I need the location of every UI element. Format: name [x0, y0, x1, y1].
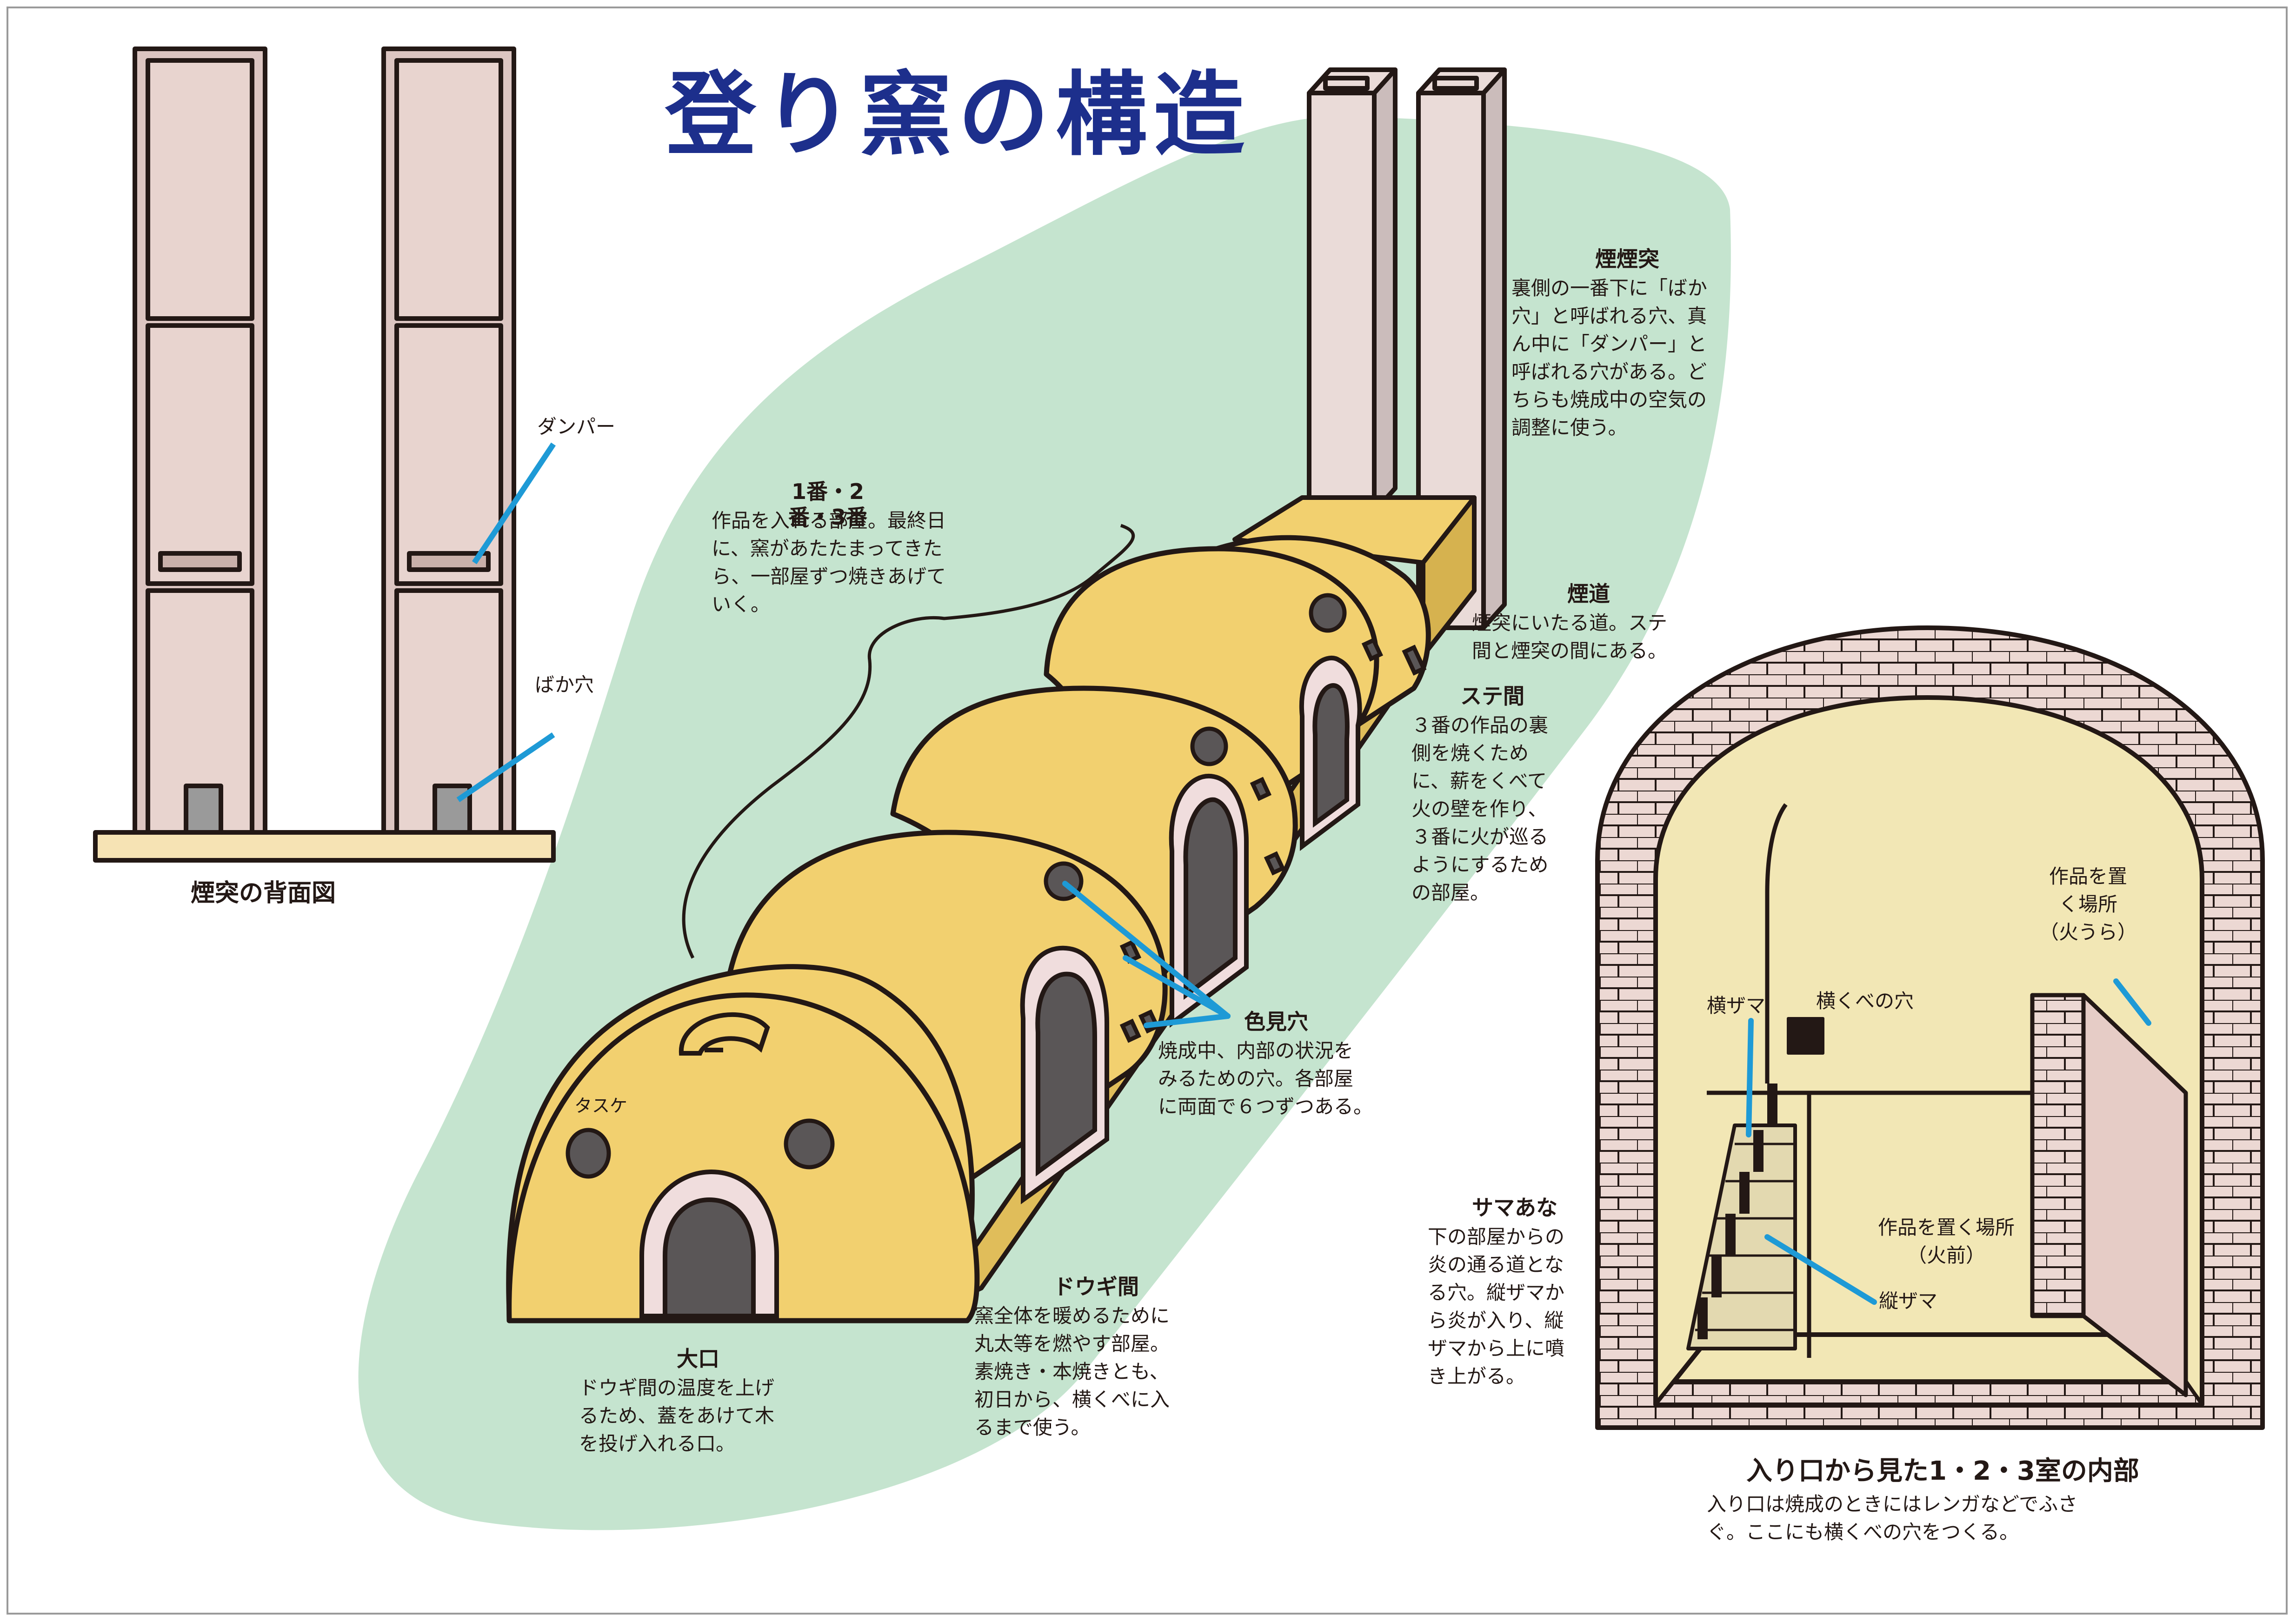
yokukube-hole [1787, 1017, 1824, 1055]
damper-label: ダンパー [537, 415, 616, 438]
place-front-label: 作品を置く場所 （火前） [1877, 1216, 2015, 1267]
tasuke-label: タスケ [574, 1096, 628, 1116]
bakaana-label: ばか穴 [535, 673, 594, 696]
rooms-brace [682, 524, 1135, 959]
kiln-doors [639, 656, 1362, 1318]
brick-floor-edge [1654, 1379, 2204, 1406]
ooguchi-heading: 大口 [677, 1346, 719, 1371]
chimney-back-caption: 煙突の背面図 [191, 879, 336, 907]
peephole [1309, 593, 1347, 633]
rooms-heading: 1番・2番・3番 [788, 479, 867, 530]
doguma-text: 窯全体を暖めるために 丸太等を燃やす部屋。 素焼き・本焼きとも、 初日から、横く… [974, 1304, 1170, 1439]
tasuke-hole-left [566, 1128, 611, 1179]
kiln-chimneys [1307, 67, 1507, 630]
chimney-heading: 煙煙突 [1595, 246, 1659, 272]
chimney-text: 裏側の一番下に「ばか 穴」と呼ばれる穴、真 ん中に「ダンパー」と 呼ばれる穴があ… [1511, 277, 1707, 439]
peephole-leaders [1062, 881, 1231, 1028]
yokukube-hole-label: 横くべの穴 [1816, 990, 1914, 1012]
interior-view [1595, 625, 2265, 1430]
flue-text: 煙突にいたる道。ステ 間と煙突の間にある。 [1472, 612, 1668, 662]
ooguchi-text: ドウギ間の温度を上げ るため、蓋をあけて木 を投げ入れる口。 [579, 1376, 775, 1455]
kiln-holes [566, 593, 1427, 1179]
samaana-heading: サマあな [1472, 1195, 1557, 1220]
place-back-label: 作品を置 く場所 （火うら） [2039, 865, 2137, 944]
sutema-text: ３番の作品の裏 側を焼くため に、薪をくべて 火の壁を作り、 ３番に火が巡る よ… [1411, 714, 1549, 904]
samaana-text: 下の部屋からの 炎の通る道とな る穴。縦ザマか ら炎が入り、縦 ザマから上に噴 … [1428, 1225, 1565, 1388]
interior-note: 入り口は焼成のときにはレンガなどでふさ ぐ。ここにも横くべの穴をつくる。 [1707, 1493, 2078, 1543]
kiln-chambers [506, 535, 1431, 1323]
tasuke-hole-right [784, 1118, 835, 1170]
chimney-base [93, 830, 556, 863]
damper-leader [472, 442, 556, 565]
chimney-back-view [93, 47, 556, 863]
peephole-text: 焼成中、内部の状況を みるための穴。各部屋 に両面で６つずつある。 [1158, 1039, 1373, 1118]
page-frame [7, 7, 2288, 1615]
tatezama-label: 縦ザマ [1879, 1290, 1938, 1312]
vent-shape [679, 1012, 770, 1056]
peephole [1190, 726, 1228, 766]
doguma-heading: ドウギ間 [1053, 1274, 1139, 1299]
page-title: 登り窯の構造 [665, 62, 1251, 168]
flue-heading: 煙道 [1567, 581, 1610, 606]
interior-leaders [1746, 978, 2151, 1305]
rooms-text: 作品を入れる部屋。最終日 に、窯があたたまってきた ら、一部屋ずつ焼きあげて い… [712, 509, 946, 616]
sutema-heading: ステ間 [1460, 684, 1524, 709]
peephole-heading: 色見穴 [1244, 1009, 1308, 1034]
kiln-front-face [506, 992, 980, 1323]
yokozama-label: 横ザマ [1707, 994, 1766, 1017]
interior-caption: 入り口から見た1・2・3室の内部 [1746, 1456, 2139, 1486]
bakaana-leader [456, 732, 555, 802]
